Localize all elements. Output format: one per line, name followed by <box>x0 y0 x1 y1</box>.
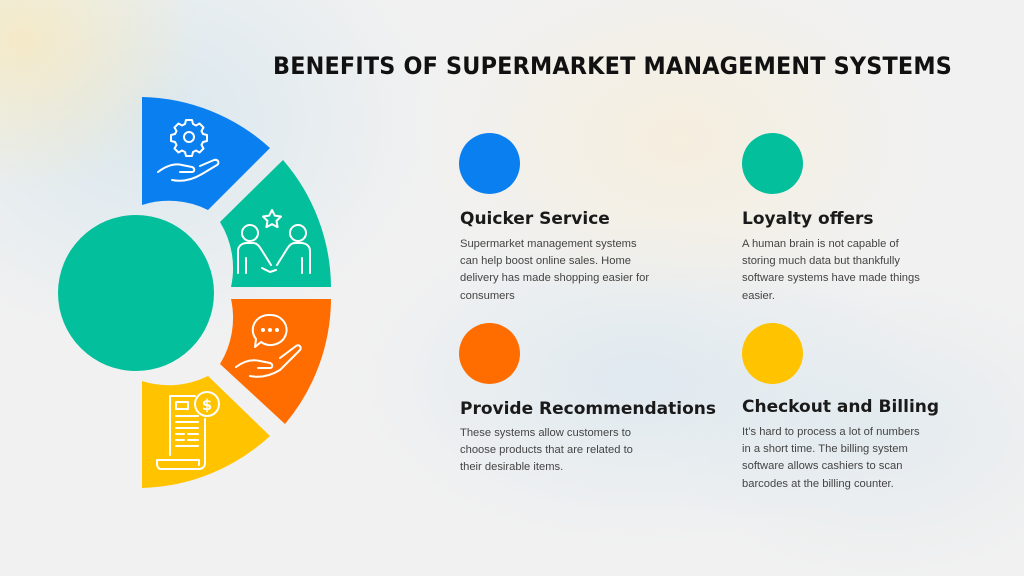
segment-loyalty-offers <box>220 160 331 287</box>
svg-text:$: $ <box>202 396 212 414</box>
loyalty-offers-dot <box>742 133 803 194</box>
chat-hand-icon <box>235 313 302 378</box>
segment-quicker-service <box>142 97 270 210</box>
recommendations-body: These systems allow customers to choose … <box>460 427 633 474</box>
recommendations-title: Provide Recommendations <box>460 399 716 419</box>
quicker-service-dot <box>459 133 520 194</box>
loyalty-offers-title: Loyalty offers <box>742 209 874 229</box>
quicker-service-body: Supermarket management systems can help … <box>460 238 650 302</box>
page-title: BENEFITS OF SUPERMARKET MANAGEMENT SYSTE… <box>273 52 953 80</box>
segment-recommendations <box>220 299 331 424</box>
center-circle <box>58 215 214 371</box>
gear-hand-icon <box>157 119 220 182</box>
benefits-wheel: $ <box>58 97 331 488</box>
quicker-service-title: Quicker Service <box>460 209 610 229</box>
checkout-billing-dot <box>742 323 803 384</box>
recommendations-dot <box>459 323 520 384</box>
checkout-billing-title: Checkout and Billing <box>742 397 940 417</box>
receipt-dollar-icon: $ <box>156 391 220 470</box>
loyalty-offers-body: A human brain is not capable of storing … <box>742 238 920 302</box>
checkout-billing-body: It’s hard to process a lot of numbers in… <box>742 426 920 490</box>
handshake-star-icon <box>237 209 311 274</box>
